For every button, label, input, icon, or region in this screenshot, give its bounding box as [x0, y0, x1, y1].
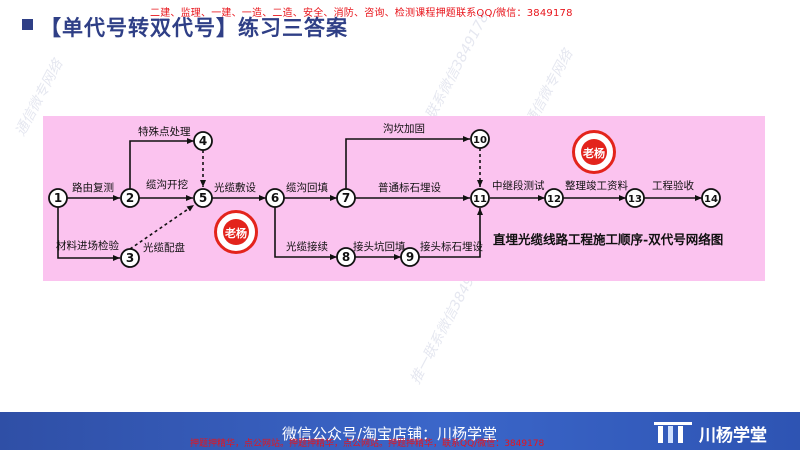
node-label-10: 10: [473, 135, 487, 146]
activity-label-6-8: 光缆接续: [286, 240, 328, 253]
top-banner: 二建、监理、一建、一造、二造、安全、消防、咨询、检测课程押题联系QQ/微信：38…: [150, 8, 573, 19]
node-2: [120, 188, 140, 208]
node-label-6: 6: [271, 191, 279, 205]
logo-icon: [654, 422, 692, 443]
node-label-9: 9: [406, 250, 414, 264]
title-bullet-icon: [22, 19, 33, 30]
activity-label-8-9: 接头坑回填: [353, 240, 406, 253]
node-label-3: 3: [126, 251, 134, 265]
footer-text: 微信公众号/淘宝店铺：川杨学堂: [282, 425, 498, 443]
arrow-1-3: [57, 207, 120, 261]
activity-label-2-4: 特殊点处理: [138, 125, 191, 138]
node-label-8: 8: [342, 250, 350, 264]
activity-label-11-12: 中继段测试: [492, 179, 545, 192]
logo-text: 川杨学堂: [699, 426, 767, 446]
node-6: [265, 188, 285, 208]
node-3: [120, 248, 140, 268]
activity-label-7-10: 沟坎加固: [383, 122, 425, 135]
activity-label-3-5: 光缆配盘: [143, 241, 185, 254]
seal-stamp: 老杨: [572, 130, 616, 174]
node-12: [544, 188, 564, 208]
page-title: 【单代号转双代号】练习三答案: [40, 16, 348, 40]
node-14: [701, 188, 721, 208]
node-13: [625, 188, 645, 208]
node-label-12: 12: [547, 194, 561, 205]
node-label-1: 1: [54, 191, 62, 205]
activity-label-13-14: 工程验收: [652, 179, 694, 192]
activity-label-1-2: 路由复测: [72, 181, 114, 194]
node-7: [336, 188, 356, 208]
arrow-2-4: [129, 138, 194, 190]
node-1: [48, 188, 68, 208]
node-label-11: 11: [473, 194, 487, 205]
dummy-arrow-3-5: [129, 204, 195, 250]
activity-label-2-5: 缆沟开挖: [146, 178, 188, 191]
footer-bar: [0, 412, 800, 450]
activity-label-7-11: 普通标石埋设: [378, 181, 441, 194]
node-10: [470, 129, 490, 149]
node-label-13: 13: [628, 194, 642, 205]
seal-stamp: 老杨: [214, 210, 258, 254]
node-8: [336, 247, 356, 267]
activity-label-5-6: 光缆敷设: [214, 181, 256, 194]
node-label-5: 5: [199, 191, 207, 205]
diagram-caption: 直埋光缆线路工程施工顺序-双代号网络图: [493, 232, 723, 247]
node-label-4: 4: [199, 134, 207, 148]
node-9: [400, 247, 420, 267]
node-label-14: 14: [704, 194, 718, 205]
activity-label-9-11: 接头标石埋设: [420, 240, 483, 253]
node-label-2: 2: [126, 191, 134, 205]
arrow-6-8: [274, 207, 337, 260]
footer-ad: 押题押精华，点公网站。押题押精华，点公网站。押题押精华，联系QQ/微信：3849…: [190, 439, 545, 449]
node-label-7: 7: [342, 191, 350, 205]
node-5: [193, 188, 213, 208]
node-4: [193, 131, 213, 151]
activity-label-6-7: 缆沟回填: [286, 181, 328, 194]
arrow-9-11: [419, 208, 483, 258]
arrow-7-10: [345, 136, 470, 189]
activity-label-12-13: 整理竣工资料: [565, 179, 628, 192]
node-11: [470, 188, 490, 208]
activity-label-1-3: 材料进场检验: [56, 239, 119, 252]
